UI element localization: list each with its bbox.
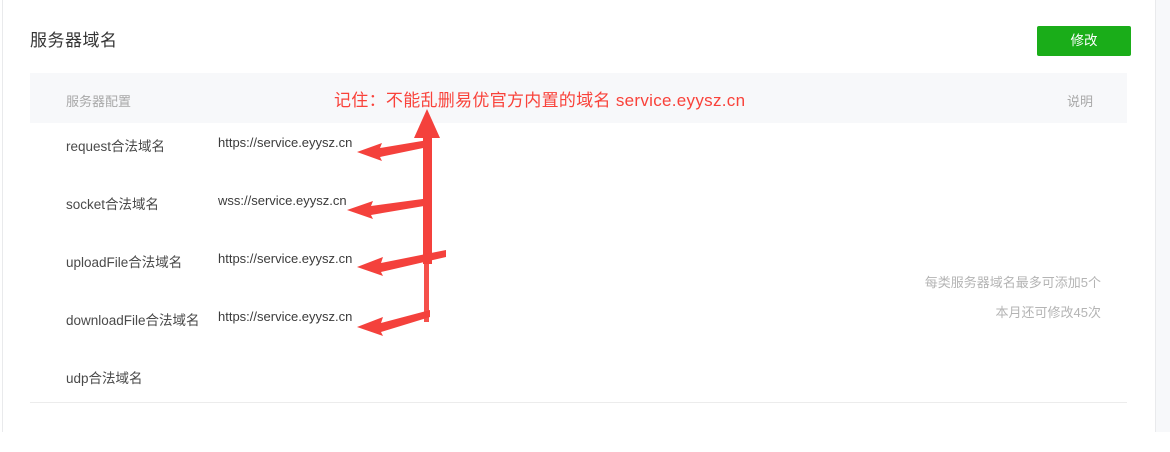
row-label: downloadFile合法域名 — [66, 313, 200, 328]
row-value: https://service.eyysz.cn — [218, 251, 353, 266]
row-label: request合法域名 — [66, 139, 166, 154]
table-row: udp合法域名 — [30, 355, 1127, 405]
page-root: 服务器域名 修改 服务器配置 记住：不能乱删易优官方内置的域名 service.… — [2, 0, 1170, 432]
table-header-row: 服务器配置 记住：不能乱删易优官方内置的域名 service.eyysz.cn … — [30, 73, 1127, 123]
column-header-server-config: 服务器配置 — [66, 94, 132, 109]
table-row: uploadFile合法域名 https://service.eyysz.cn — [30, 239, 1127, 289]
right-gutter — [1155, 0, 1170, 432]
row-value: wss://service.eyysz.cn — [218, 193, 347, 208]
annotation-warning-text: 记住：不能乱删易优官方内置的域名 service.eyysz.cn — [334, 91, 746, 110]
note-max-domains: 每类服务器域名最多可添加5个 — [924, 275, 1101, 290]
table-row: downloadFile合法域名 https://service.eyysz.c… — [30, 297, 1127, 347]
column-header-note: 说明 — [1067, 94, 1094, 109]
server-domain-table: 服务器配置 记住：不能乱删易优官方内置的域名 service.eyysz.cn … — [30, 73, 1127, 452]
table-bottom-divider — [30, 402, 1127, 403]
row-value: https://service.eyysz.cn — [218, 135, 353, 150]
page-title: 服务器域名 — [30, 31, 118, 50]
right-edge-divider — [1155, 0, 1156, 432]
modify-button[interactable]: 修改 — [1037, 26, 1131, 56]
table-body: request合法域名 https://service.eyysz.cn soc… — [30, 123, 1127, 452]
note-remaining-modifications: 本月还可修改45次 — [995, 305, 1101, 320]
left-edge-divider — [2, 0, 3, 432]
row-value: https://service.eyysz.cn — [218, 309, 353, 324]
panel-header: 服务器域名 修改 — [3, 0, 1155, 72]
row-label: udp合法域名 — [66, 371, 143, 386]
table-row: socket合法域名 wss://service.eyysz.cn — [30, 181, 1127, 231]
row-label: uploadFile合法域名 — [66, 255, 183, 270]
table-row: request合法域名 https://service.eyysz.cn — [30, 123, 1127, 173]
row-label: socket合法域名 — [66, 197, 160, 212]
